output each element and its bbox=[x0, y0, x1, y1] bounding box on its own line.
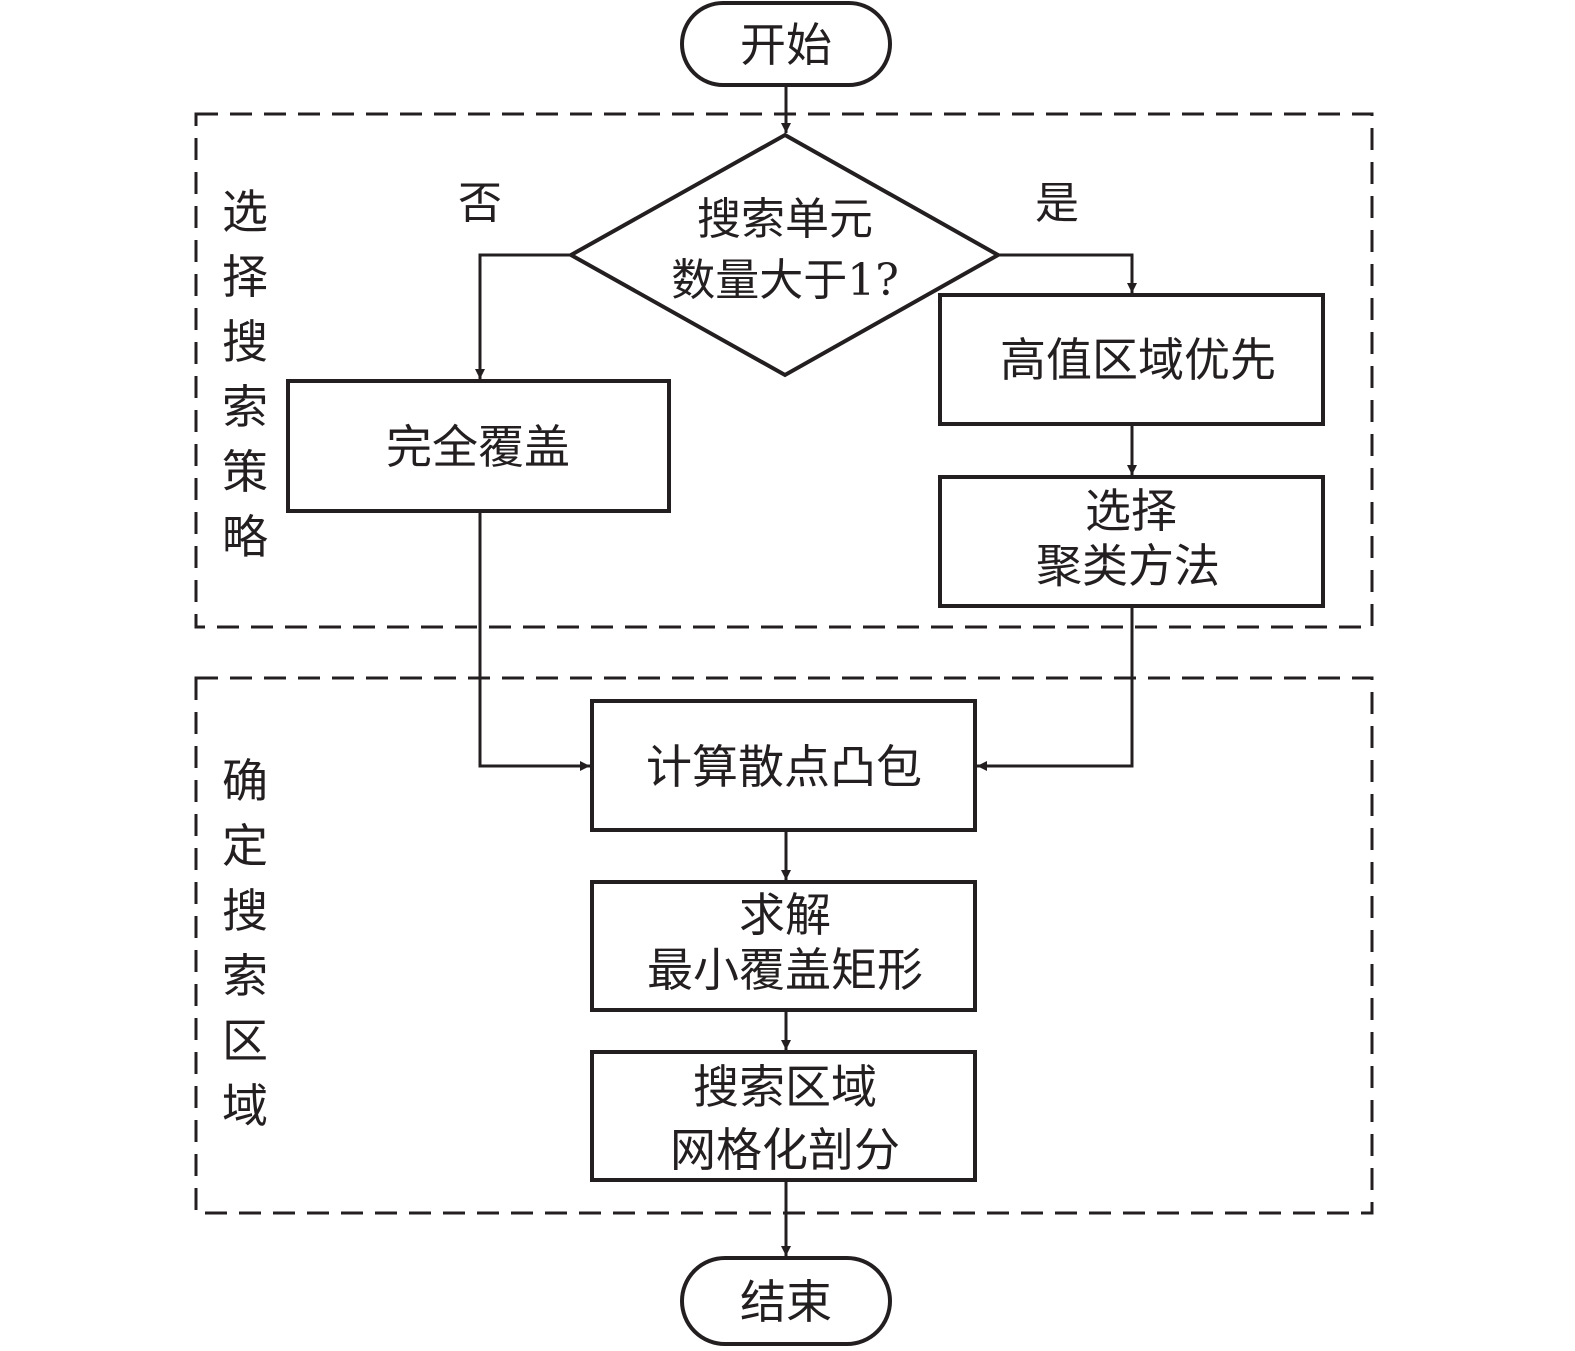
step-min-rect: 求解 最小覆盖矩形 bbox=[590, 880, 977, 1012]
no-branch-label: 否 bbox=[458, 178, 502, 229]
group-label-char: 索 bbox=[222, 949, 268, 1003]
step-label-line: 高值区域优先 bbox=[1000, 333, 1276, 387]
decision-label-line: 搜索单元 bbox=[697, 194, 873, 245]
group-label-determine-region: 确 定 搜 索 区 域 bbox=[222, 754, 268, 1133]
step-label-line: 搜索区域 bbox=[693, 1060, 877, 1114]
step-high-value-first: 高值区域优先 bbox=[938, 293, 1325, 426]
connector-no-branch bbox=[475, 253, 571, 379]
group-box-determine-region bbox=[194, 676, 1374, 1215]
group-label-char: 略 bbox=[222, 510, 268, 564]
start-node: 开始 bbox=[680, 1, 892, 87]
group-label-char: 择 bbox=[222, 250, 268, 304]
step-label-line: 求解 bbox=[739, 888, 831, 942]
yes-branch-label: 是 bbox=[1035, 178, 1079, 229]
step-label-line: 计算散点凸包 bbox=[646, 740, 922, 794]
group-label-char: 定 bbox=[222, 819, 268, 873]
step-full-cover: 完全覆盖 bbox=[286, 379, 671, 513]
connector-yes-branch bbox=[998, 253, 1137, 293]
decision-node: 搜索单元 数量大于1? bbox=[566, 132, 1003, 378]
step-label-line: 完全覆盖 bbox=[386, 420, 570, 474]
group-label-char: 域 bbox=[222, 1079, 268, 1133]
step-label-line: 选择 bbox=[1085, 484, 1177, 538]
group-label-char: 策 bbox=[222, 445, 268, 499]
step-label-line: 最小覆盖矩形 bbox=[647, 943, 923, 997]
end-node: 结束 bbox=[680, 1256, 892, 1346]
connector-full-cover-to-hull bbox=[478, 511, 590, 771]
group-label-char: 搜 bbox=[222, 315, 268, 369]
step-grid: 搜索区域 网格化剖分 bbox=[590, 1050, 977, 1182]
group-label-select-strategy: 选 择 搜 索 策 略 bbox=[222, 185, 268, 564]
group-label-char: 搜 bbox=[222, 884, 268, 938]
step-label-line: 网格化剖分 bbox=[670, 1123, 900, 1177]
group-label-char: 确 bbox=[222, 754, 268, 808]
step-label-line: 聚类方法 bbox=[1036, 539, 1220, 593]
step-select-cluster: 选择 聚类方法 bbox=[938, 475, 1325, 608]
start-label: 开始 bbox=[740, 18, 832, 72]
end-label: 结束 bbox=[740, 1275, 832, 1329]
decision-label-line: 数量大于1? bbox=[671, 255, 899, 306]
connector-cluster-to-hull bbox=[977, 606, 1134, 771]
group-label-char: 区 bbox=[222, 1014, 268, 1068]
group-label-char: 选 bbox=[222, 185, 268, 239]
step-convex-hull: 计算散点凸包 bbox=[590, 699, 977, 832]
group-label-char: 索 bbox=[222, 380, 268, 434]
group-box-select-strategy bbox=[194, 112, 1374, 629]
